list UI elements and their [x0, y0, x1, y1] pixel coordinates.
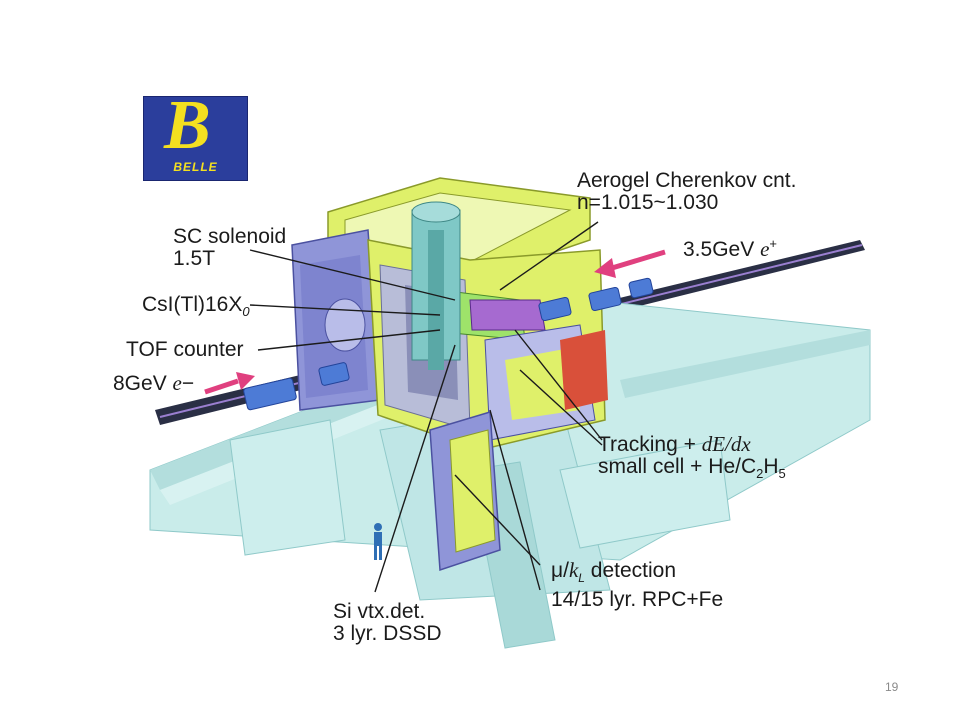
muon-label-line2: 14/15 lyr. RPC+Fe	[551, 588, 724, 612]
tracking-label: Tracking + dE/dx small cell + He/C2H5	[598, 433, 786, 485]
belle-logo-text: BELLE	[173, 160, 218, 174]
belle-logo-symbol: B	[164, 87, 211, 164]
muon-label: μ/kL detection 14/15 lyr. RPC+Fe	[551, 559, 723, 611]
right-magnet	[538, 296, 572, 322]
tracking-dedx: dE/dx	[701, 432, 751, 456]
silicon-label: Si vtx.det. 3 lyr. DSSD	[333, 601, 442, 645]
silicon-label-line2: 3 lyr. DSSD	[333, 622, 442, 645]
positron-beam-arrow	[594, 249, 666, 278]
electron-beam-arrow	[204, 372, 255, 395]
muon-rest: detection	[584, 559, 677, 582]
electron-label: 8GeV e−	[113, 372, 194, 395]
tracking-sub2: 5	[778, 466, 786, 482]
aerogel-label: Aerogel Cherenkov cnt. n=1.015~1.030	[577, 170, 796, 214]
left-magnet	[243, 377, 297, 411]
positron-energy: 3.5GeV	[683, 238, 761, 261]
solenoid-label-line2: 1.5T	[173, 247, 216, 270]
electron-symbol: e	[172, 371, 182, 395]
csi-label: CsI(Tl)16X0	[142, 294, 250, 323]
muon-mu: μ	[551, 559, 564, 582]
muon-k: k	[568, 558, 579, 582]
solenoid-label-line1: SC solenoid	[173, 225, 287, 248]
positron-symbol: e	[760, 237, 770, 261]
leader-lines	[249, 221, 603, 593]
positron-charge: +	[769, 236, 777, 251]
muon-slash: /	[563, 559, 569, 582]
aerogel-label-line1: Aerogel Cherenkov cnt.	[577, 169, 797, 192]
electron-charge: −	[181, 372, 195, 395]
tracking-sub1: 2	[756, 466, 764, 482]
tof-label: TOF counter	[126, 338, 244, 361]
tracking-line2b: H	[763, 455, 779, 478]
csi-sub: 0	[242, 304, 250, 320]
tracking-line2a: small cell + He/C	[598, 455, 757, 478]
electron-energy: 8GeV	[113, 372, 173, 395]
solenoid-label: SC solenoid 1.5T	[173, 226, 286, 270]
csi-text: CsI(Tl)16X	[142, 293, 243, 316]
positron-label: 3.5GeV e+	[683, 233, 777, 261]
silicon-label-line1: Si vtx.det.	[333, 600, 426, 623]
page-number: 19	[885, 680, 899, 694]
muon-ksub: L	[578, 571, 585, 586]
belle-logo: B BELLE	[143, 91, 248, 181]
person-figure	[374, 523, 382, 560]
aerogel-label-line2: n=1.015~1.030	[577, 191, 719, 214]
tracking-line1a: Tracking +	[598, 433, 702, 456]
